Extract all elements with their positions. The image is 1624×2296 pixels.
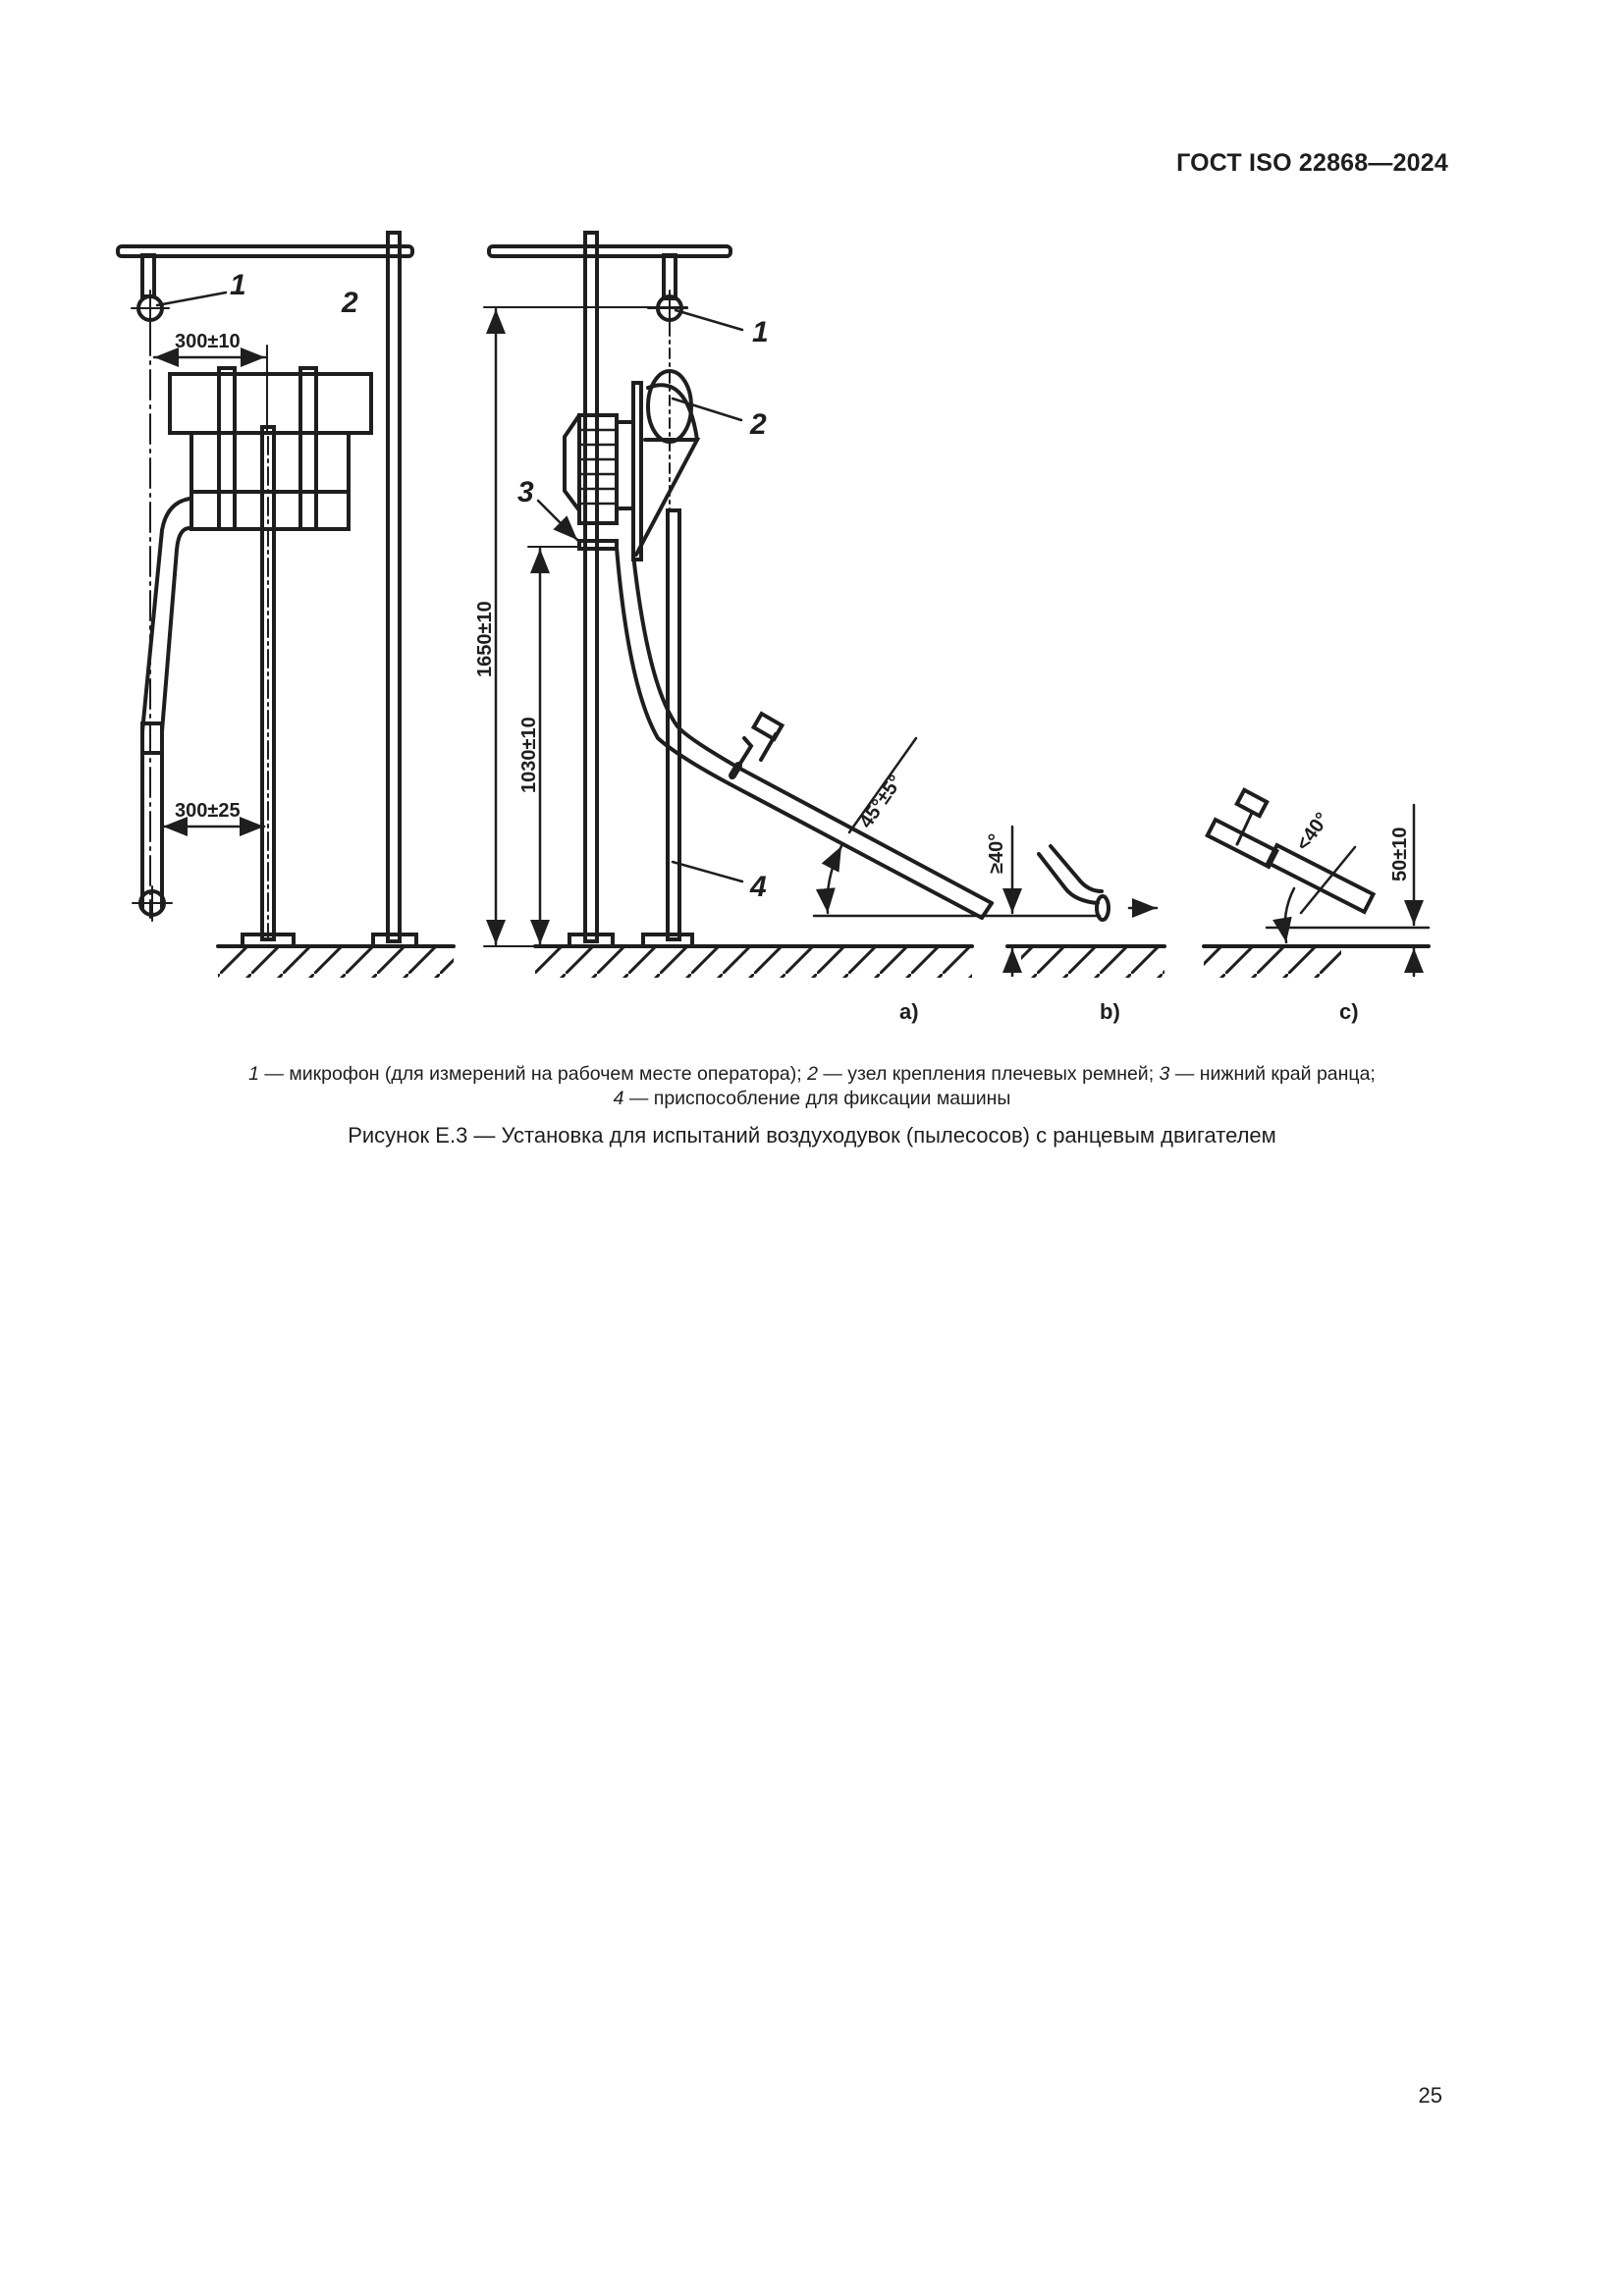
side-view-c <box>1202 787 1431 978</box>
dim-1030: 1030±10 <box>518 717 540 793</box>
callout-2-side: 2 <box>749 408 767 441</box>
angle-lt-40: <40° <box>1292 809 1333 855</box>
legend-line-2: 4 — приспособление для фиксации машины <box>0 1087 1624 1111</box>
side-view-b <box>985 825 1166 978</box>
legend-text-3: — нижний край ранца; <box>1169 1063 1376 1085</box>
document-header: ГОСТ ISO 22868—2024 <box>1176 149 1448 177</box>
legend-num-2: 2 <box>807 1063 818 1085</box>
callout-2-front: 2 <box>341 287 358 319</box>
dim-1650: 1650±10 <box>474 601 496 677</box>
subfigure-label-b: b) <box>1100 999 1120 1024</box>
front-view <box>116 231 456 978</box>
legend-text-4: — приспособление для фиксации машины <box>623 1088 1011 1109</box>
legend-num-3: 3 <box>1159 1063 1170 1085</box>
legend-num-4: 4 <box>613 1088 624 1109</box>
figure-e3-drawing: 1 2 300±10 300±25 1 2 3 4 1650±10 1030±1… <box>0 0 1624 1041</box>
angle-ge-40: ≥40° <box>986 833 1007 874</box>
dim-50: 50±10 <box>1389 828 1411 881</box>
figure-legend: 1 — микрофон (для измерений на рабочем м… <box>0 1062 1624 1111</box>
subfigure-label-c: c) <box>1339 999 1359 1024</box>
figure-caption: Рисунок Е.3 — Установка для испытаний во… <box>348 1123 1276 1148</box>
callout-1-front: 1 <box>230 269 246 301</box>
side-view-a <box>483 231 994 978</box>
callout-1-side: 1 <box>752 316 769 348</box>
legend-line-1: 1 — микрофон (для измерений на рабочем м… <box>0 1062 1624 1087</box>
subfigure-label-a: a) <box>899 999 919 1024</box>
angle-45: 45°±5° <box>855 772 907 832</box>
dim-300-25: 300±25 <box>175 800 241 822</box>
callout-3: 3 <box>517 476 534 508</box>
callout-4: 4 <box>749 871 767 903</box>
dim-300-10: 300±10 <box>175 331 241 352</box>
legend-num-1: 1 <box>248 1063 259 1085</box>
legend-text-2: — узел крепления плечевых ремней; <box>817 1063 1160 1085</box>
page-number: 25 <box>1418 2083 1442 2108</box>
legend-text-1: — микрофон (для измерений на рабочем мес… <box>259 1063 808 1085</box>
